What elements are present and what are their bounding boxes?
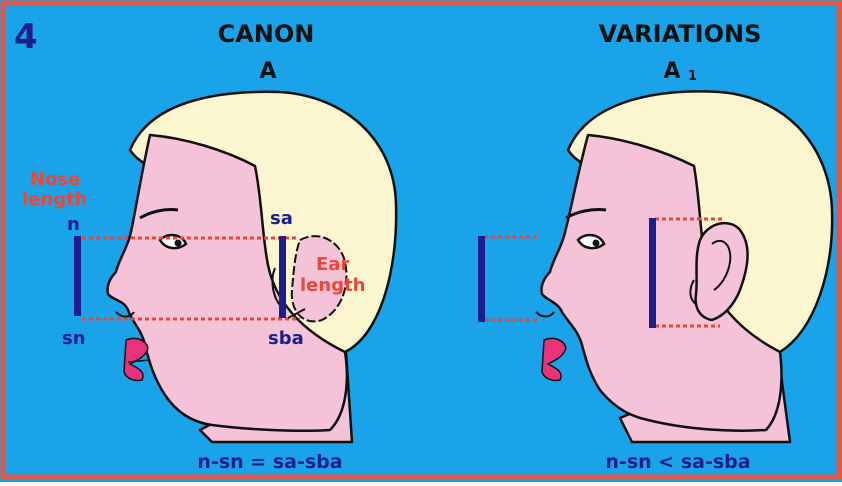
nose-length-label-1: Nose [30,169,80,190]
variations-heading: VARIATIONS [599,20,762,48]
ear-length-label-1: Ear [316,254,349,275]
nose-length-label-2: length [22,189,88,210]
left-ear-length-bar [279,236,286,318]
panel-number: 4 [14,17,38,57]
right-nose-length-bar [478,236,485,322]
left-pupil [175,240,182,247]
point-n-label: n [67,214,80,235]
point-sba-label: sba [268,328,304,349]
right-ear-length-bar [649,218,656,328]
right-pupil [593,240,600,247]
canon-formula: n-sn = sa-sba [197,451,342,473]
ear-length-label-2: length [300,275,366,296]
point-sa-label: sa [270,208,293,229]
variations-subheading: A [663,59,680,84]
variations-formula: n-sn < sa-sba [605,451,750,473]
left-nose-length-bar [74,236,81,316]
canon-heading: CANON [218,20,315,48]
canon-subheading: A [259,59,276,84]
point-sn-label: sn [62,328,86,349]
variations-subheading-index: 1 [688,69,697,84]
right-eye [578,235,604,248]
